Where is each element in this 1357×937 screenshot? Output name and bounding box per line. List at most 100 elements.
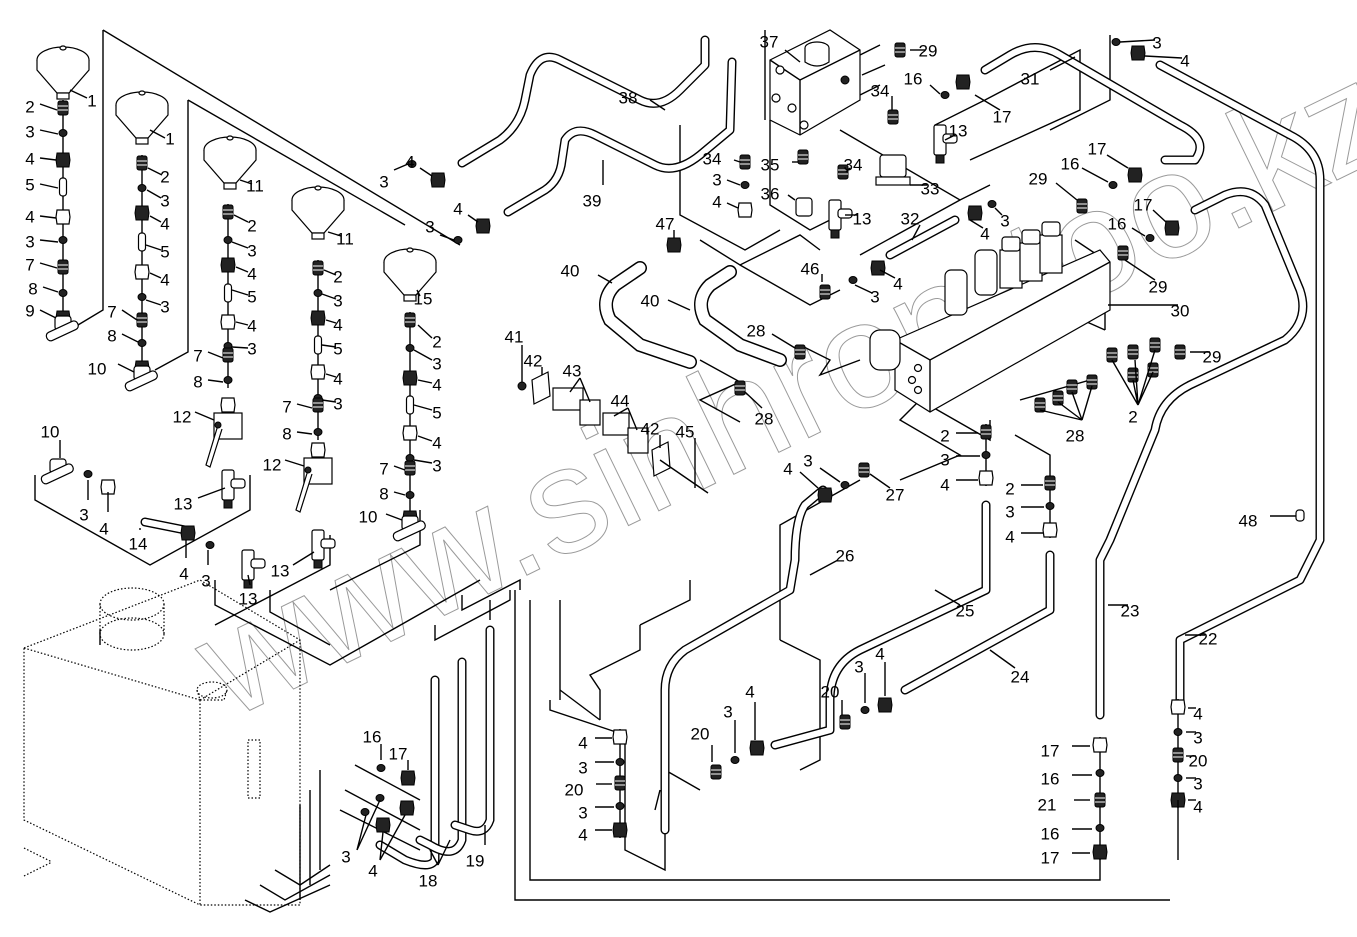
callout-leader [429,839,451,866]
tube-19-inner [451,626,494,835]
callout-16: 16 [1061,154,1109,183]
column-1-6-fitting [57,259,69,275]
callout-8: 8 [379,484,406,503]
callout-45: 45 [676,422,696,488]
callout-label: 2 [160,167,169,186]
callout-label: 17 [1134,195,1153,214]
callout-4: 4 [417,375,442,394]
callout-1: 1 [69,89,97,110]
callout-leader [1131,227,1146,237]
callout-label: 27 [886,485,905,504]
callout-label: 3 [578,758,587,777]
callout-label: 3 [247,339,256,358]
oil-tank [23,579,301,906]
column-1-3-sleeve [58,177,68,197]
callout-leader [296,403,313,409]
line-fitting-14 [955,74,971,90]
callout-label: 29 [1029,169,1048,188]
callout-18: 18 [419,839,451,890]
reference-line [549,700,626,736]
reference-line [698,359,742,423]
clamp-43b [579,399,601,426]
callout-29: 29 [910,41,937,60]
callout-leader [39,103,58,111]
callout-3: 3 [425,217,455,241]
callout-leader [879,269,896,279]
callout-27: 27 [869,473,905,504]
tee-13a [221,469,246,509]
stack-25-0-fitting [980,424,992,440]
callout-leader [974,94,1001,111]
callout-label: 4 [875,644,884,663]
callout-3: 3 [578,803,614,822]
line-fitting-22 [1117,245,1129,261]
callout-label: 36 [761,184,780,203]
line-fitting-24 [734,380,746,396]
callout-label: 3 [333,291,342,310]
stack-22-0-nut [1170,699,1186,715]
callout-leader [235,321,249,326]
callout-leader [1152,209,1167,223]
callout-label: 10 [88,359,107,378]
callout-label: 43 [563,361,582,380]
tube-31-inner [981,44,1204,164]
callout-label: 13 [853,209,872,228]
callout-leader [969,219,984,229]
callout-leader [247,574,251,586]
callout-3: 3 [940,450,980,469]
callout-20: 20 [821,682,843,715]
callout-leader [69,89,88,99]
callout-4: 4 [179,540,189,583]
callout-leader [726,202,739,209]
tube-32-inner [886,216,959,259]
callout-label: 28 [755,409,774,428]
column-4-4-nut [310,364,326,380]
stack-22-1-washer [1173,728,1183,736]
callout-4: 4 [712,192,739,211]
stack-22-2-fitting [1172,747,1184,763]
callout-leader [235,266,249,273]
reference-line [699,234,821,266]
callout-label: 4 [453,199,462,218]
callout-label: 3 [25,232,34,251]
callout-label: 4 [405,152,414,171]
valve-12a-top [220,397,236,413]
column-3-2-nut [220,257,236,273]
callout-label: 3 [247,241,256,260]
callout-3: 3 [341,799,381,866]
callout-34: 34 [844,155,863,174]
callout-37: 37 [760,32,801,63]
column-4-0-fitting [312,260,324,276]
callout-leader [284,459,305,467]
callout-leader [39,309,57,319]
callout-8: 8 [107,326,139,345]
callout-label: 3 [1005,502,1014,521]
callout-label: 3 [432,354,441,373]
callout-label: 17 [1088,139,1107,158]
callout-30: 30 [1108,301,1189,320]
callout-5: 5 [231,287,257,306]
callout-label: 8 [193,372,202,391]
callout-2: 2 [417,324,442,351]
reference-line [769,120,841,231]
callout-label: 3 [712,170,721,189]
callout-label: 32 [901,209,920,228]
callout-leader [39,129,59,135]
line-fitting-15 [1111,38,1121,46]
tee-13e [933,124,958,164]
callout-label: 48 [1239,511,1258,530]
callout-leader [819,467,841,483]
tube-24-inner [901,551,1054,694]
reference-line [559,689,601,721]
callout-leader [613,407,638,431]
callout-leader [869,473,891,489]
callout-32: 32 [901,209,921,241]
stack-mid-2-fitting [614,775,626,791]
line-fitting-33 [860,706,870,714]
callout-3: 3 [1186,774,1203,793]
callout-43: 43 [563,361,591,403]
column-1-1-washer [58,129,68,137]
plate-42a [531,371,551,405]
callout-leader [145,299,162,306]
column-1-7-washer [58,289,68,297]
